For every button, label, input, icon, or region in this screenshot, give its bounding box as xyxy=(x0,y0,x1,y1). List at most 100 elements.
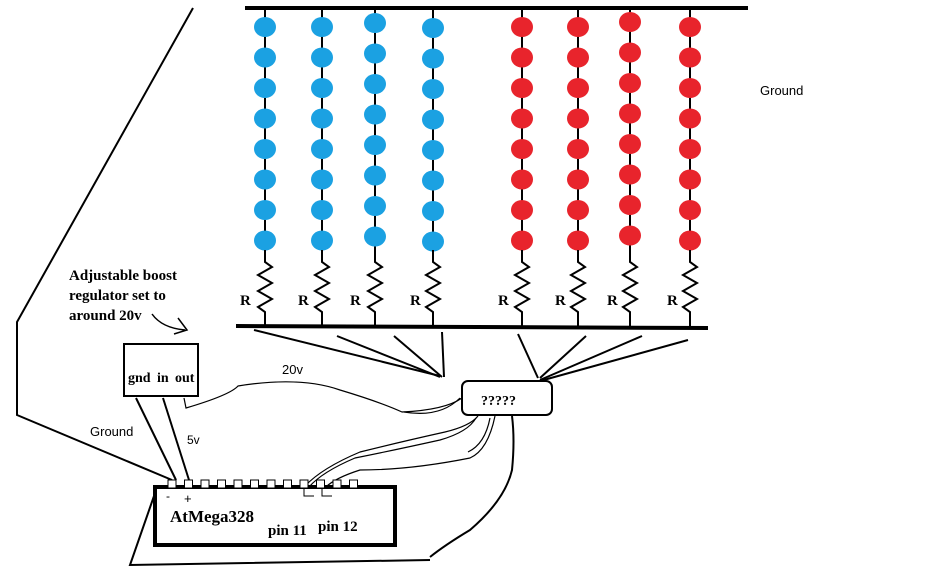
resistor: R xyxy=(410,250,443,326)
boost-note-arrow xyxy=(151,313,186,331)
led xyxy=(511,108,533,129)
led xyxy=(511,78,533,98)
led xyxy=(567,200,589,220)
reg-pin-gnd: gnd xyxy=(128,371,151,386)
led xyxy=(619,103,641,124)
resistor-label: R xyxy=(498,293,509,309)
led xyxy=(679,139,701,159)
led xyxy=(254,139,276,159)
led xyxy=(511,230,533,251)
led xyxy=(254,230,276,251)
led xyxy=(422,170,444,191)
boost-note-line-3: around 20v xyxy=(69,308,142,324)
resistor: R xyxy=(555,250,588,326)
led-string xyxy=(619,8,641,255)
resistor: R xyxy=(607,250,640,326)
led xyxy=(422,231,444,252)
header-pin xyxy=(184,479,193,489)
pin11-label: pin 11 xyxy=(268,523,307,539)
boost-note-line-1: Adjustable boost xyxy=(69,268,177,284)
led-string xyxy=(422,8,444,255)
resistor-label: R xyxy=(298,293,309,309)
led xyxy=(511,139,533,159)
boost-note: Adjustable boost regulator set to around… xyxy=(69,268,189,335)
mcu-plus-label: + xyxy=(184,491,192,506)
header-pin xyxy=(349,479,358,489)
led xyxy=(619,12,641,32)
led xyxy=(364,43,386,64)
led-strings xyxy=(254,8,701,255)
resistor: R xyxy=(298,250,332,326)
regulator-wires xyxy=(135,381,463,481)
led-string xyxy=(364,8,386,255)
header-pin xyxy=(299,479,309,489)
ground-wire-bottom xyxy=(128,495,431,567)
v20-label: 20v xyxy=(282,362,303,377)
led xyxy=(619,134,641,154)
led xyxy=(422,48,444,69)
led xyxy=(311,139,333,159)
mcu-header-pins xyxy=(167,479,358,489)
led xyxy=(619,73,641,93)
led xyxy=(254,17,276,37)
led xyxy=(679,108,701,129)
led xyxy=(567,169,589,190)
led xyxy=(619,225,641,246)
led xyxy=(679,230,701,251)
resistor-label: R xyxy=(555,293,566,309)
led-string xyxy=(679,8,701,255)
mcu-minus-label: - xyxy=(166,489,170,503)
ic-to-mcu-wires xyxy=(304,415,515,558)
led xyxy=(422,79,444,99)
led xyxy=(422,140,444,160)
header-pin xyxy=(283,479,292,489)
led xyxy=(311,17,333,37)
ground-label-top: Ground xyxy=(760,83,803,98)
led xyxy=(567,78,589,98)
led xyxy=(511,200,533,220)
led xyxy=(511,47,533,68)
led xyxy=(254,108,276,129)
resistor: R xyxy=(667,250,700,326)
boost-regulator: gnd in out xyxy=(123,343,199,397)
resistor: R xyxy=(498,250,532,326)
mcu-label: AtMega328 xyxy=(170,507,254,526)
bus-to-ic-wires xyxy=(253,329,689,382)
led xyxy=(619,42,641,63)
header-pin xyxy=(217,479,226,489)
unknown-ic: ????? xyxy=(461,380,553,416)
led xyxy=(311,230,333,251)
led xyxy=(422,18,444,38)
led xyxy=(364,104,386,125)
led xyxy=(511,17,533,37)
led-string xyxy=(567,8,589,255)
led xyxy=(254,200,276,220)
resistor-label: R xyxy=(240,293,251,309)
led xyxy=(422,201,444,221)
led xyxy=(679,169,701,190)
resistor-label: R xyxy=(667,293,678,309)
led xyxy=(254,47,276,68)
mcu-atmega328: - + AtMega328 pin 11 pin 12 xyxy=(153,479,397,547)
resistor-label: R xyxy=(607,293,618,309)
led-string xyxy=(311,8,333,255)
led xyxy=(567,139,589,159)
resistor-label: R xyxy=(350,293,361,309)
led xyxy=(567,47,589,68)
led xyxy=(364,135,386,155)
led xyxy=(567,230,589,251)
resistor-label: R xyxy=(410,293,421,309)
resistor-bus xyxy=(235,324,709,330)
led xyxy=(311,47,333,68)
header-pin xyxy=(250,479,259,489)
led-string xyxy=(254,8,276,255)
led xyxy=(311,169,333,190)
unknown-ic-label: ????? xyxy=(481,394,516,409)
led xyxy=(364,165,386,186)
led xyxy=(679,200,701,220)
led xyxy=(679,78,701,98)
led xyxy=(364,196,386,216)
ground-label-left: Ground xyxy=(90,424,133,439)
